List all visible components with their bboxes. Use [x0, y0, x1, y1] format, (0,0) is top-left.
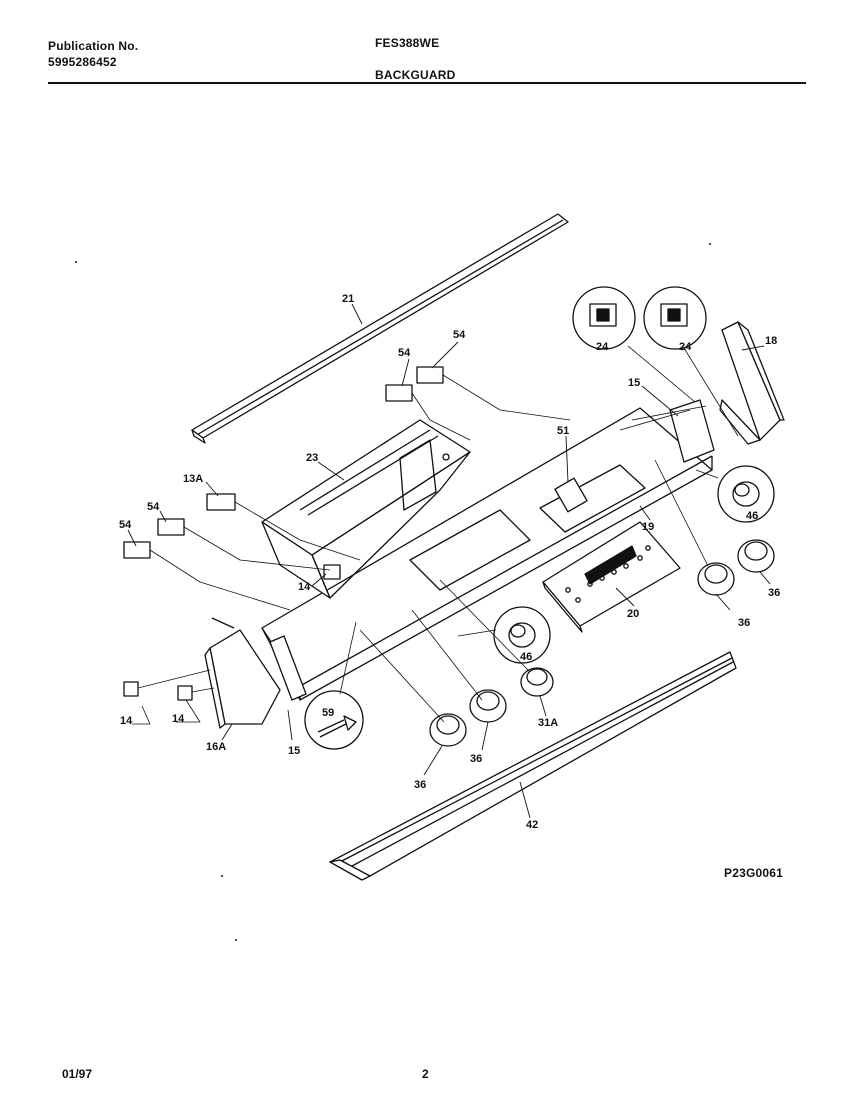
light-box-23: [261, 419, 471, 599]
callout-54: 54: [147, 501, 160, 513]
label-51: [554, 477, 588, 513]
callout-18: 18: [765, 335, 777, 347]
leader-lines: [127, 303, 771, 819]
publication-label: Publication No.: [48, 39, 139, 53]
plate-15-left: [269, 635, 307, 701]
callout-54: 54: [119, 519, 132, 531]
clip-54-a: [123, 541, 151, 559]
callout-36: 36: [470, 753, 482, 765]
callout-54: 54: [398, 347, 411, 359]
section-title: BACKGUARD: [375, 68, 456, 82]
callout-14: 14: [120, 715, 133, 727]
switch-inset-24-b: [643, 286, 707, 350]
switch-inset-24-a: [572, 286, 636, 350]
knob-36-b: [737, 539, 775, 573]
callout-36: 36: [768, 587, 780, 599]
callout-labels: 21 54 54 54 54 24 24 18 15 23 13A 51 46 …: [119, 293, 780, 831]
callout-14: 14: [172, 713, 185, 725]
callout-59: 59: [322, 707, 334, 719]
clip-13a: [206, 493, 236, 511]
knob-36-c: [429, 713, 467, 747]
clip-54-b: [157, 518, 185, 536]
end-bracket-18: [719, 321, 785, 445]
callout-54: 54: [453, 329, 466, 341]
screw-inset-59: [304, 690, 364, 750]
clip-54-c: [385, 384, 413, 402]
plate-15-right: [669, 399, 715, 463]
callout-13a: 13A: [183, 473, 203, 485]
callout-16a: 16A: [206, 741, 226, 753]
knob-36-d: [469, 689, 507, 723]
callout-46: 46: [520, 651, 532, 663]
clip-14-c: [177, 685, 193, 701]
callout-46: 46: [746, 510, 758, 522]
footer-date: 01/97: [62, 1067, 93, 1081]
figure-code: P23G0061: [724, 866, 783, 880]
control-board-20: [542, 521, 681, 633]
model-number: FES388WE: [375, 36, 440, 50]
assembly-guide-lines: [132, 345, 739, 725]
callout-23: 23: [306, 452, 318, 464]
callout-51: 51: [557, 425, 569, 437]
knob-31a: [520, 667, 554, 697]
callout-20: 20: [627, 608, 639, 620]
callout-15: 15: [628, 377, 640, 389]
end-bracket-16a: [204, 617, 281, 729]
callout-21: 21: [342, 293, 354, 305]
callout-36: 36: [414, 779, 426, 791]
knob-inset-46-a: [717, 465, 775, 523]
trim-strip-21: [191, 213, 569, 444]
knob-36-a: [697, 562, 735, 596]
clip-54-d: [416, 366, 444, 384]
header-rule: [48, 82, 806, 84]
clip-14-b: [123, 681, 139, 697]
callout-15: 15: [288, 745, 300, 757]
callout-19: 19: [642, 521, 654, 533]
publication-number: 5995286452: [48, 55, 117, 69]
callout-24: 24: [596, 341, 609, 353]
callout-42: 42: [526, 819, 538, 831]
callout-24: 24: [679, 341, 692, 353]
callout-36: 36: [738, 617, 750, 629]
clip-14-a: [323, 564, 341, 580]
callout-31a: 31A: [538, 717, 558, 729]
lower-trim-42: [329, 651, 737, 881]
callout-14: 14: [298, 581, 311, 593]
page-number: 2: [422, 1067, 429, 1081]
